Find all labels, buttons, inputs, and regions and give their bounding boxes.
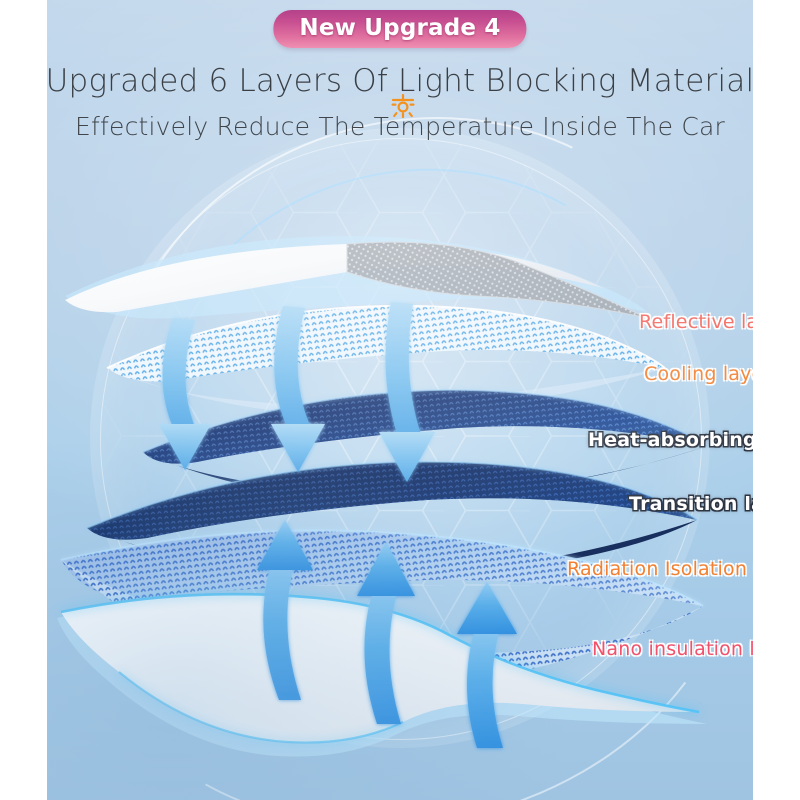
new-upgrade-badge: New Upgrade 4 [273, 10, 527, 48]
layer-label-transition: Transition layer [629, 493, 753, 515]
layer-label-cooling: Cooling layer [644, 363, 753, 385]
layer-label-nano-insulation: Nano insulation layer [592, 638, 753, 660]
page-title: Upgraded 6 Layers Of Light Blocking Mate… [45, 63, 755, 99]
layer-label-radiation-isolation: Radiation Isolation Layer [567, 558, 753, 580]
page-subtitle: Effectively Reduce The Temperature Insid… [75, 112, 725, 141]
sun-icon [388, 92, 418, 122]
layer-label-heat-absorbing: Heat-absorbing layer [588, 429, 753, 451]
layer-label-reflective: Reflective layer [639, 311, 753, 333]
